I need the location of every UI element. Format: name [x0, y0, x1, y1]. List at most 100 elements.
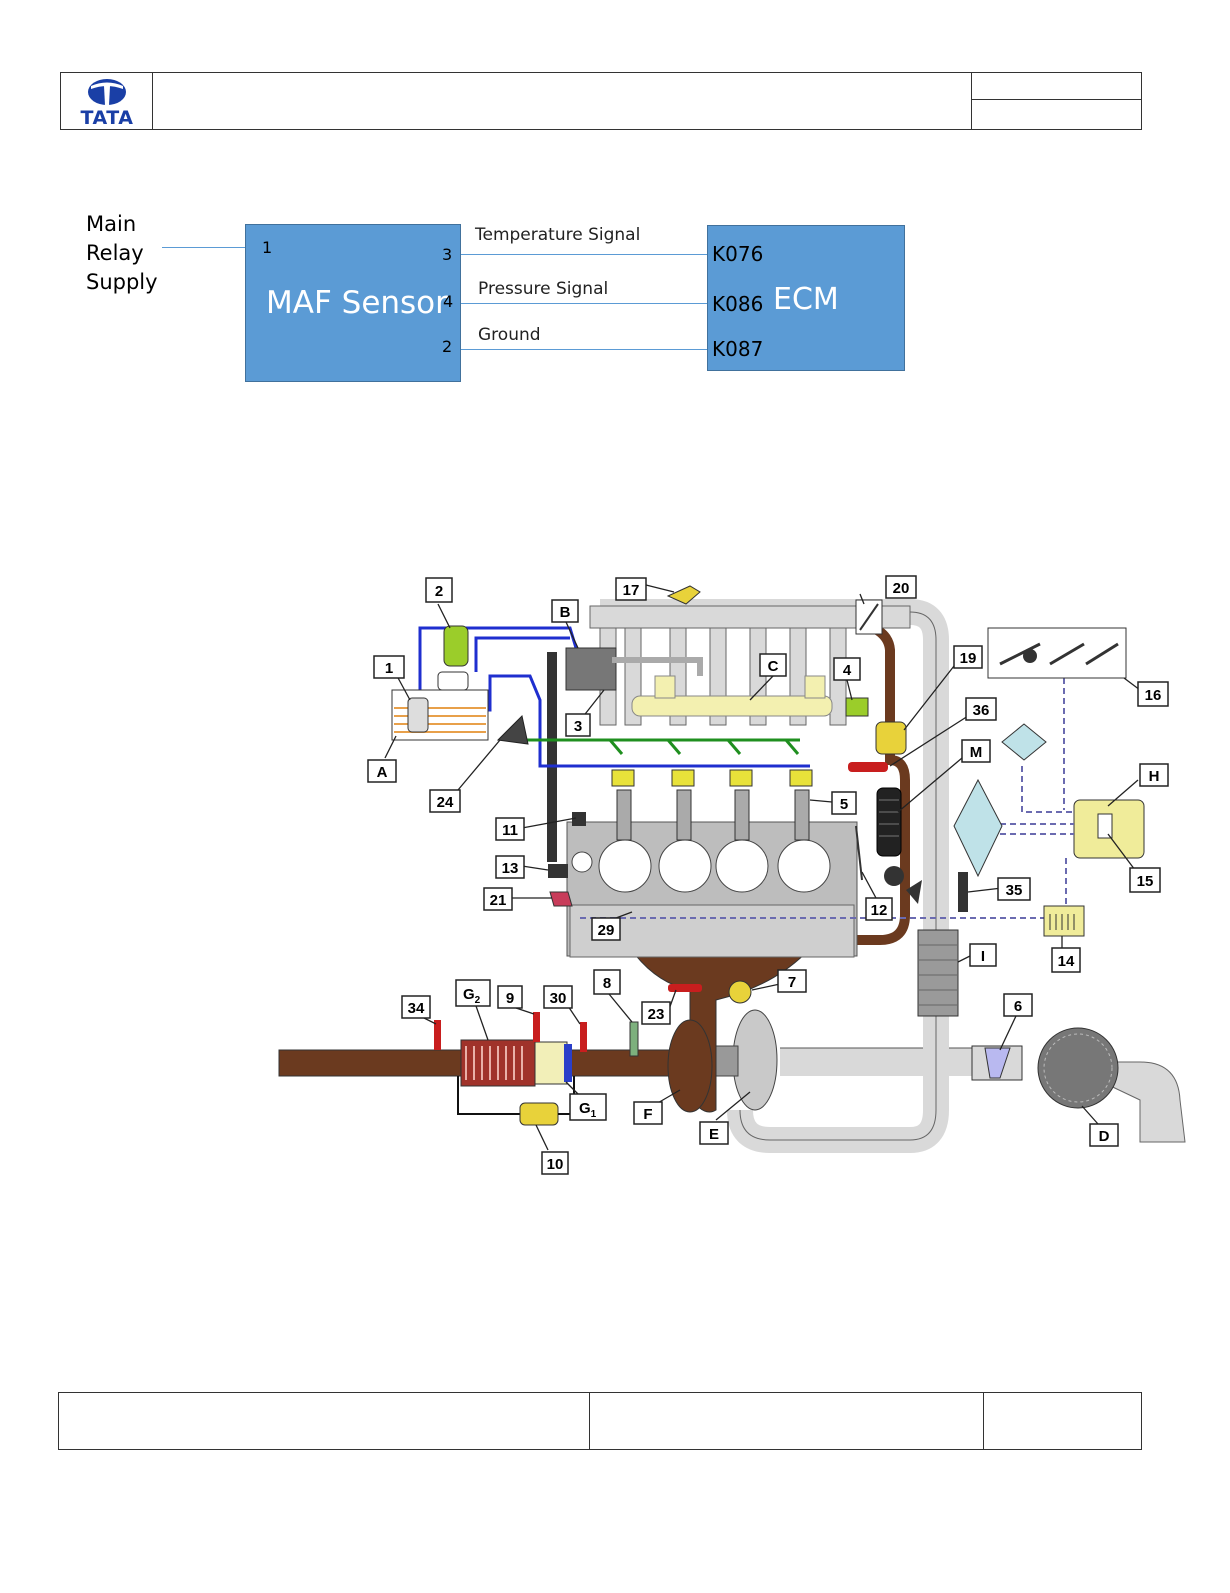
maf-pin-temperature: 3: [442, 245, 453, 264]
supply-label-line-1: Main: [86, 212, 137, 236]
cylinder-3: [715, 839, 769, 893]
sensor-9: [533, 1012, 540, 1042]
label-7: 7: [788, 974, 796, 991]
page-header: TATA: [60, 72, 1142, 130]
maf-sensor-title: MAF Sensor: [266, 285, 448, 321]
label-8: 8: [603, 975, 611, 992]
temperature-signal-label: Temperature Signal: [475, 225, 641, 245]
ground-signal-label: Ground: [478, 325, 541, 345]
egr-bypass-line: [457, 1076, 520, 1115]
label-c: C: [768, 658, 779, 675]
boost-sensor-7: [728, 980, 752, 1004]
sensor-23: [668, 984, 702, 992]
header-right-cell: [971, 73, 1141, 129]
label-h: H: [1149, 768, 1160, 785]
egr-cooler: [876, 787, 902, 857]
air-filter: [1037, 1027, 1119, 1109]
label-d: D: [1099, 1128, 1110, 1145]
temperature-wire: [461, 254, 707, 255]
rail-pressure-valve-4: [845, 697, 869, 717]
fuel-return-line: [460, 674, 810, 768]
timing-belt: [547, 652, 557, 862]
sensor-13: [548, 864, 568, 878]
ground-wire: [461, 349, 707, 350]
egr-valve-10: [519, 1102, 559, 1126]
maf-pin-ground: 2: [442, 337, 453, 356]
label-10: 10: [547, 1156, 564, 1173]
label-3: 3: [574, 718, 582, 735]
header-divider: [972, 99, 1141, 100]
label-1: 1: [385, 660, 393, 677]
label-15: 15: [1137, 873, 1154, 890]
label-2: 2: [435, 583, 443, 600]
label-4: 4: [843, 662, 852, 679]
label-36: 36: [973, 702, 990, 719]
label-14: 14: [1058, 953, 1075, 970]
egr-valve-19: [875, 721, 907, 755]
label-35: 35: [1006, 882, 1023, 899]
sensor-11: [572, 812, 586, 826]
sensor-35: [958, 872, 968, 912]
ecm-block: ECM K076 K086 K087: [707, 225, 905, 371]
label-12: 12: [871, 902, 888, 919]
logo-text: TATA: [80, 107, 134, 129]
sensor-34: [434, 1020, 441, 1050]
label-13: 13: [502, 860, 519, 877]
label-24: 24: [437, 794, 454, 811]
turbo-compressor: [732, 1009, 778, 1111]
label-g2: G2: [463, 986, 481, 1006]
label-b: B: [560, 604, 571, 621]
label-g1: G1: [579, 1100, 597, 1120]
radiator: [953, 778, 1003, 878]
high-pressure-pump: [565, 647, 617, 691]
maf-pin-supply: 1: [262, 238, 273, 257]
label-i: I: [981, 948, 985, 965]
label-11: 11: [502, 822, 518, 839]
label-e: E: [709, 1126, 719, 1143]
page-footer: [58, 1392, 1142, 1450]
pressure-wire: [461, 303, 707, 304]
ecm-pin-ground: K087: [712, 337, 764, 361]
catalyst-ring: [564, 1044, 572, 1082]
footer-divider-1: [589, 1393, 590, 1449]
logo-cell: TATA: [61, 73, 153, 129]
label-m: M: [970, 744, 983, 761]
supply-label: Main Relay Supply: [86, 210, 158, 297]
label-23: 23: [648, 1006, 665, 1023]
fuel-rail: [631, 695, 833, 717]
injector-head: [611, 769, 635, 787]
supply-label-line-2: Relay: [86, 241, 144, 265]
supply-wire: [162, 247, 246, 248]
label-5: 5: [840, 796, 848, 813]
intake-manifold: [589, 605, 911, 629]
glow-relay-14: [1043, 905, 1085, 937]
label-a: A: [377, 764, 388, 781]
footer-divider-2: [983, 1393, 984, 1449]
label-21: 21: [490, 892, 507, 909]
sensor-17: [666, 585, 701, 605]
label-34: 34: [408, 1000, 425, 1017]
oxidation-catalyst: [534, 1041, 568, 1085]
sensor-36: [848, 762, 888, 772]
sensor-21: [549, 891, 573, 907]
label-20: 20: [893, 580, 910, 597]
ecm-pin-temperature: K076: [712, 242, 764, 266]
ecm-title: ECM: [773, 282, 839, 317]
cam-sensor-24: [496, 714, 529, 745]
cylinder-2: [658, 839, 712, 893]
sensor-8: [629, 1021, 639, 1057]
cylinder-4: [777, 839, 831, 893]
label-17: 17: [623, 582, 640, 599]
intercooler: [917, 929, 959, 1017]
label-29: 29: [598, 922, 615, 939]
fuel-pump-1: [407, 697, 429, 733]
tata-logo-icon: [88, 79, 126, 105]
maf-sensor-block: MAF Sensor 1 3 4 2: [245, 224, 461, 382]
label-19: 19: [960, 650, 977, 667]
label-9: 9: [506, 990, 514, 1007]
supply-label-line-3: Supply: [86, 270, 158, 294]
label-f: F: [643, 1106, 652, 1123]
cylinder-1: [598, 839, 652, 893]
pressure-signal-label: Pressure Signal: [478, 279, 609, 299]
ecm-pin-pressure: K086: [712, 292, 764, 316]
